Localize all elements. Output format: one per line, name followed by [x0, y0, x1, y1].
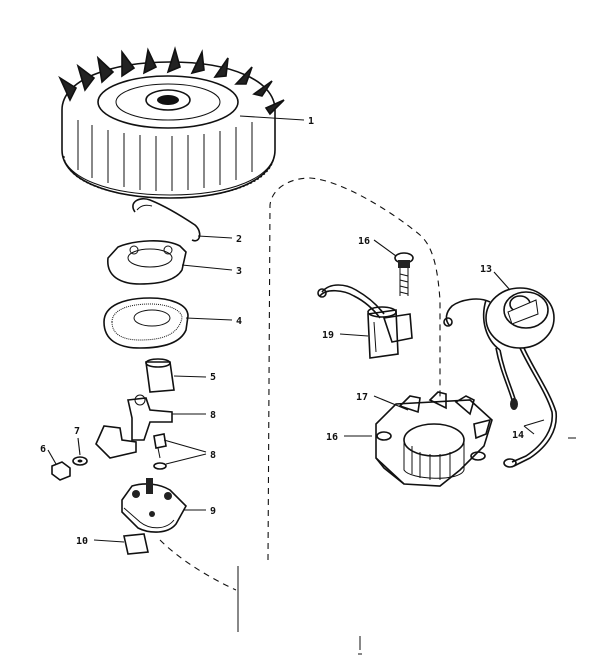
assembly-boundary-line	[267, 177, 441, 561]
scan-artifact-mark	[358, 636, 362, 655]
callout-label-nut: 6	[40, 444, 46, 455]
callout-label-breaker-arm: 8	[210, 410, 216, 421]
callout-label-ignition-coil: 13	[480, 264, 492, 275]
breaker-arm-part	[127, 394, 206, 441]
callout-label-cover: 3	[236, 266, 242, 277]
cam-bushing-part	[145, 358, 207, 393]
condenser-part	[317, 284, 413, 359]
callout-label-cam: 5	[210, 372, 216, 383]
callout-label-plate: 9	[210, 506, 216, 517]
callout-label-gasket: 4	[236, 316, 242, 327]
screw-and-washer-part	[153, 433, 207, 470]
mounting-plate-part	[121, 478, 206, 533]
callout-label-lamination-top: 17	[356, 392, 368, 403]
callout-label-screw: 8	[210, 450, 216, 461]
washer-part	[72, 437, 88, 466]
callout-label-condenser-screw: 16	[358, 236, 370, 247]
callout-label-lamination: 16	[326, 432, 338, 443]
callout-label-plug: 10	[76, 536, 88, 547]
callout-label-flywheel: 1	[308, 116, 314, 127]
callout-label-coil-leads: 14	[512, 430, 524, 441]
nut-part	[47, 449, 71, 481]
breaker-cover-part	[107, 240, 233, 285]
breaker-point-bracket-part	[95, 425, 137, 459]
condenser-screw-part	[373, 239, 414, 296]
felt-plug-part	[93, 533, 149, 555]
flywheel-part	[58, 46, 305, 199]
callout-label-spring: 2	[236, 234, 242, 245]
retaining-spring-part	[132, 197, 233, 242]
coil-lead-wires-part	[495, 347, 576, 468]
armature-lamination-part	[344, 391, 493, 487]
callout-label-condenser: 19	[322, 330, 334, 341]
callout-label-washer: 7	[74, 426, 80, 437]
cover-gasket-part	[103, 297, 233, 349]
ignition-coil-part	[443, 271, 555, 351]
